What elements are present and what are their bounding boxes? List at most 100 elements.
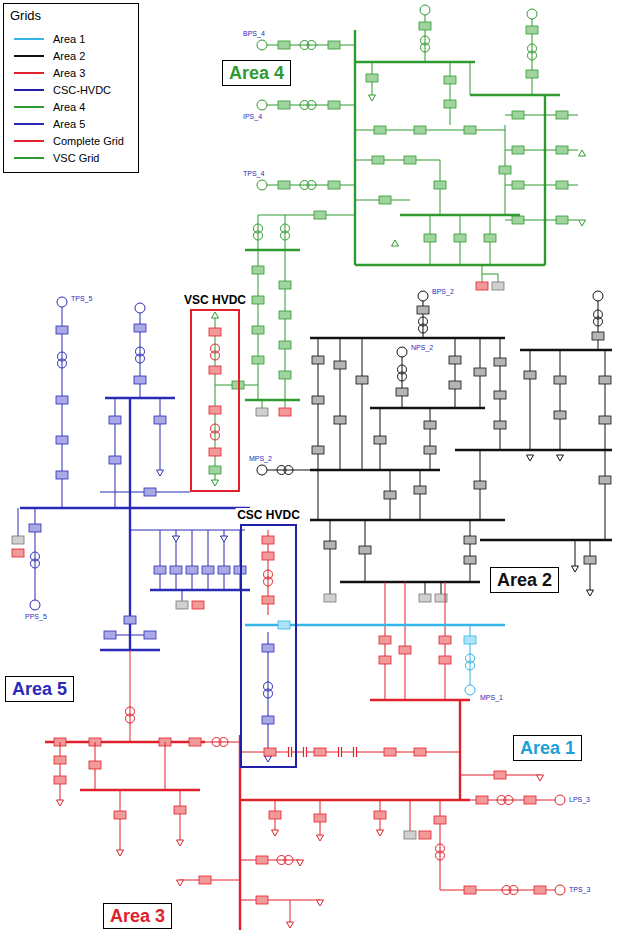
- breaker-box: [312, 356, 324, 364]
- generator-symbol: [555, 795, 565, 805]
- grid-line: [267, 470, 310, 471]
- breaker-box: [12, 549, 24, 557]
- breaker-box: [414, 126, 426, 134]
- grid-line: [505, 185, 545, 186]
- breaker-box: [444, 100, 456, 108]
- generator-symbol: [527, 9, 537, 19]
- station-name: PPS_5: [24, 613, 48, 621]
- grid-line: [240, 860, 300, 861]
- breaker-box: [599, 416, 611, 424]
- transformer-symbol: [31, 559, 40, 568]
- load-arrow: [212, 312, 219, 318]
- generator-symbol: [257, 40, 267, 50]
- grid-line: [130, 530, 245, 531]
- busbar: [310, 519, 505, 521]
- breaker-box: [324, 541, 336, 549]
- breaker-box: [144, 631, 156, 639]
- breaker-box: [252, 326, 264, 334]
- breaker-box: [269, 811, 281, 819]
- breaker-box: [109, 416, 121, 424]
- load-arrow: [317, 900, 324, 906]
- transformer-symbol: [254, 231, 263, 240]
- busbar: [129, 398, 131, 650]
- breaker-box: [449, 381, 461, 389]
- grid-line: [440, 800, 441, 890]
- grid-line: [575, 540, 576, 566]
- transformer-symbol: [126, 714, 135, 723]
- area-name: Area 4: [229, 62, 284, 84]
- load-arrow: [537, 775, 544, 781]
- breaker-box: [278, 101, 290, 109]
- breaker-box: [232, 381, 244, 389]
- grid-line: [290, 900, 291, 922]
- breaker-box: [396, 388, 408, 396]
- capacitor-gap: [289, 747, 292, 757]
- load-arrow: [173, 536, 180, 542]
- breaker-box: [12, 536, 24, 544]
- breaker-box: [419, 594, 431, 602]
- hvdc-frame: [240, 524, 297, 768]
- station-name: MPS_1: [479, 694, 504, 702]
- grid-line: [482, 274, 498, 282]
- breaker-box: [424, 234, 436, 242]
- busbar: [355, 264, 545, 266]
- breaker-box: [186, 566, 198, 574]
- legend-row: Area 1: [10, 30, 124, 47]
- breaker-box: [264, 748, 276, 756]
- busbar: [470, 94, 560, 96]
- breaker-box: [334, 361, 346, 369]
- breaker-box: [256, 896, 268, 904]
- transformer-symbol: [211, 431, 220, 440]
- grid-line: [505, 150, 545, 151]
- grid-line: [341, 747, 342, 757]
- breaker-box: [374, 811, 386, 819]
- hvdc-frame: [190, 309, 240, 492]
- breaker-box: [328, 101, 340, 109]
- transformer-symbol: [398, 372, 407, 381]
- breaker-box: [356, 376, 368, 384]
- grid-line: [470, 62, 471, 95]
- legend-swatch: [14, 157, 44, 159]
- busbar: [544, 95, 546, 265]
- breaker-box: [154, 566, 166, 574]
- breaker-box: [209, 448, 221, 456]
- breaker-box: [449, 356, 461, 364]
- legend-swatch: [14, 123, 44, 125]
- breaker-box: [144, 488, 156, 496]
- breaker-box: [218, 566, 230, 574]
- breaker-box: [262, 536, 274, 544]
- breaker-box: [424, 421, 436, 429]
- legend-text: Area 2: [53, 49, 85, 63]
- breaker-box: [56, 396, 68, 404]
- transformer-symbol: [284, 466, 293, 475]
- breaker-box: [584, 556, 596, 564]
- breaker-box: [439, 656, 451, 664]
- legend-text: Area 1: [53, 32, 85, 46]
- station-name: BPS_2: [431, 288, 455, 296]
- area-name: Area 5: [12, 678, 67, 700]
- busbar: [370, 699, 470, 701]
- breaker-box: [262, 716, 274, 724]
- breaker-box: [464, 556, 476, 564]
- breaker-box: [464, 536, 476, 544]
- load-arrow: [57, 800, 64, 806]
- breaker-box: [399, 646, 411, 654]
- breaker-box: [56, 436, 68, 444]
- breaker-box: [252, 266, 264, 274]
- breaker-box: [372, 156, 384, 164]
- station-name: TPS_5: [70, 295, 93, 303]
- breaker-box: [494, 391, 506, 399]
- busbar: [80, 789, 200, 791]
- breaker-box: [512, 111, 524, 119]
- grid-line: [330, 520, 331, 594]
- transformer-symbol: [264, 577, 273, 586]
- breaker-box: [512, 181, 524, 189]
- grid-line: [505, 115, 545, 116]
- load-arrow: [317, 835, 324, 841]
- breaker-box: [384, 748, 396, 756]
- station-name: MPS_2: [248, 455, 273, 463]
- breaker-box: [439, 636, 451, 644]
- breaker-box: [599, 476, 611, 484]
- load-arrow: [117, 850, 124, 856]
- hvdc-link-box: VSC HVDC: [190, 293, 240, 492]
